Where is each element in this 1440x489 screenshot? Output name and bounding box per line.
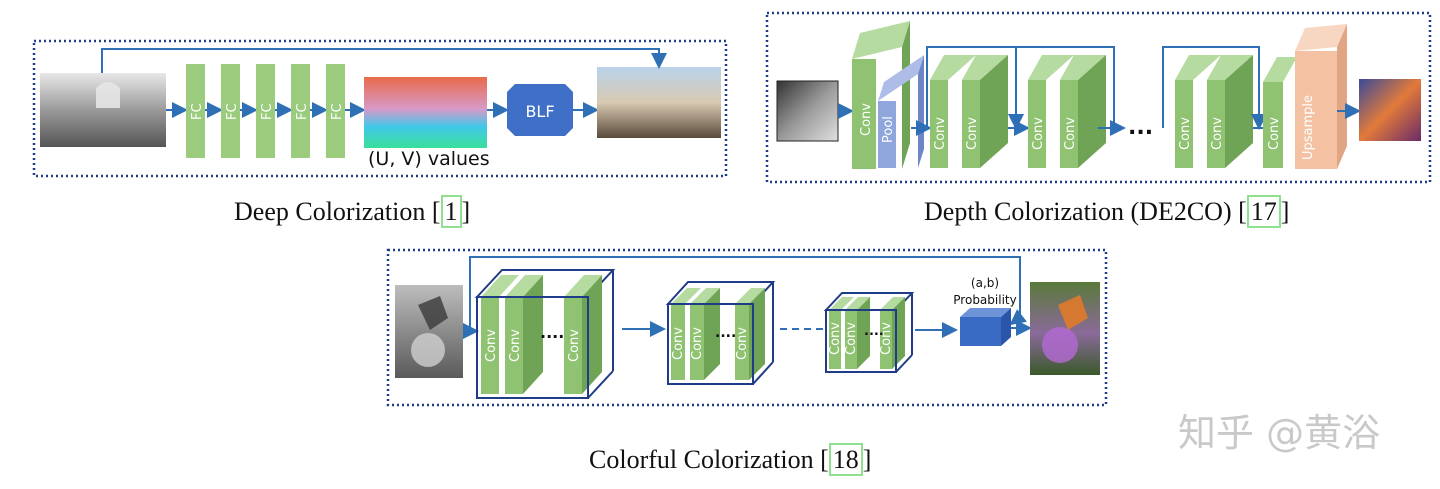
colorful-conv-label: Conv: [844, 322, 859, 355]
fc-layer-5: [326, 64, 345, 158]
depth-conv-label: Conv: [965, 117, 980, 150]
colorful-conv-label: Conv: [879, 322, 894, 355]
probability-label-line1: (a,b): [971, 276, 999, 290]
colorful-conv-label: Conv: [828, 322, 843, 355]
fc-label-2: FC: [225, 103, 240, 120]
citation-link-1[interactable]: 1: [440, 195, 462, 228]
fc-layer-1: [186, 64, 205, 158]
depth-conv-layer: [962, 80, 980, 168]
depth-conv-layer: [1060, 80, 1078, 168]
deep-colorization-frame: [32, 39, 728, 178]
depth-conv-label: Conv: [1210, 117, 1225, 150]
citation-link-18[interactable]: 18: [828, 443, 863, 476]
deep-colorization-caption: Deep Colorization [1]: [234, 195, 471, 228]
fc-label-4: FC: [295, 103, 310, 120]
colorful-conv-label: Conv: [508, 329, 523, 362]
blf-filter-block: [507, 84, 573, 136]
fc-layer-3: [256, 64, 275, 158]
depth-input-image: [776, 80, 839, 142]
probability-label-line2: Probability: [953, 293, 1016, 307]
depth-conv-layer: [1028, 80, 1046, 168]
fc-layer-2: [221, 64, 240, 158]
fc-label-3: FC: [260, 103, 275, 120]
depth-colorization-frame: [765, 11, 1432, 184]
uv-values-image: [364, 77, 487, 148]
depth-conv-label: Conv: [1178, 117, 1193, 150]
depth-ellipsis: ...: [1128, 115, 1153, 140]
depth-conv-layer: [1207, 80, 1225, 168]
colorful-ellipsis: ....: [715, 325, 736, 341]
colorful-conv-label: Conv: [735, 327, 750, 360]
depth-colorization-panel: Conv Pool Conv Conv Conv Conv ... Conv: [765, 11, 1432, 184]
fc-layer-4: [291, 64, 310, 158]
pool-layer: [878, 101, 896, 168]
depth-conv-label: Conv: [933, 117, 948, 150]
deep-colorization-panel: FC FC FC FC FC (U, V) values BLF: [32, 39, 728, 178]
depth-conv-label: Conv: [1031, 117, 1046, 150]
skip-connection-arrow: [101, 48, 667, 73]
colorful-ellipsis: ....: [540, 323, 564, 342]
watermark: 知乎 @黄浴: [1178, 411, 1381, 455]
depth-conv-layer: [1263, 82, 1283, 168]
caption-text: Deep Colorization: [234, 197, 432, 226]
colorful-ellipsis: ....: [864, 324, 884, 339]
depth-conv-label: Conv: [1267, 117, 1282, 150]
colorful-conv-label: Conv: [484, 329, 499, 362]
depth-colorization-caption: Depth Colorization (DE2CO) [17]: [924, 195, 1290, 228]
conv-block-2: Conv Conv Conv ....: [665, 281, 776, 385]
colorful-conv-label: Conv: [567, 329, 582, 362]
probability-block: [960, 308, 1011, 346]
colorful-conv-label: Conv: [671, 327, 686, 360]
colorful-skip-connection: [469, 256, 1021, 328]
upsample-label: Upsample: [1301, 95, 1316, 160]
depth-conv-label: Conv: [859, 103, 874, 136]
colorful-conv-label: Conv: [690, 327, 705, 360]
upsample-layer: [1295, 51, 1337, 169]
depth-output-image: [1359, 79, 1421, 141]
fc-label-5: FC: [330, 103, 345, 120]
uv-values-label: (U, V) values: [368, 148, 490, 170]
colorful-colorization-caption: Colorful Colorization [18]: [589, 443, 872, 476]
colorful-colorization-panel: Conv Conv Conv .... Conv Conv Conv ....: [386, 248, 1108, 407]
pool-label: Pool: [881, 116, 896, 143]
citation-link-17[interactable]: 17: [1246, 195, 1281, 228]
colorized-output-image: [597, 67, 721, 138]
caption-text: Colorful Colorization: [589, 445, 821, 474]
depth-conv-layer: [1175, 80, 1193, 168]
caption-text: Depth Colorization (DE2CO): [924, 197, 1239, 226]
colorful-colorization-frame: [386, 248, 1108, 407]
depth-conv-layer: [930, 80, 948, 168]
blf-label: BLF: [525, 102, 554, 121]
fc-label-1: FC: [190, 103, 205, 120]
depth-conv-layer: [852, 59, 876, 169]
depth-conv-label: Conv: [1063, 117, 1078, 150]
conv-block-3: Conv Conv Conv ....: [823, 292, 915, 373]
conv-block-1: Conv Conv Conv ....: [474, 269, 616, 399]
